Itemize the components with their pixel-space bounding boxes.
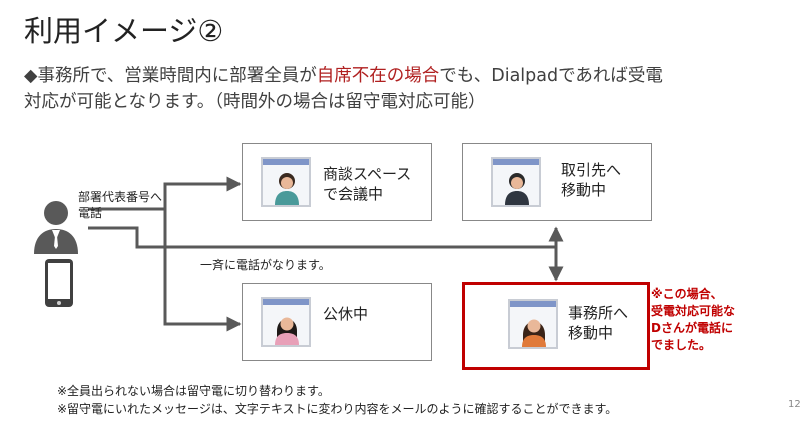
note-line-3: Dさんが電話に [651, 321, 733, 335]
card-holiday-line-1: 公休中 [323, 305, 369, 323]
page-number: 12 [788, 399, 800, 410]
card-holiday: 公休中 [242, 283, 432, 361]
person-icon [275, 173, 299, 205]
lead-highlight: 自席不在の場合 [316, 66, 440, 86]
card-client-line-1: 取引先へ [561, 161, 622, 179]
smartphone-icon [44, 258, 74, 312]
lead-line-1: ◆事務所で、営業時間内に部署全員が自席不在の場合でも、Dialpadであれば受電 [24, 62, 663, 87]
person-icon [522, 319, 546, 347]
card-meeting-line-2: で会議中 [323, 185, 384, 203]
caller-label-1: 部署代表番号へ [78, 190, 163, 204]
note-line-1: ※この場合、 [651, 287, 723, 301]
card-office: 事務所へ 移動中 [462, 282, 650, 370]
person-photo-3 [261, 297, 311, 347]
card-meeting: 商談スペース で会議中 [242, 143, 432, 221]
page-title: 利用イメージ② [24, 14, 224, 48]
person-icon [505, 173, 529, 205]
line-main [88, 226, 540, 249]
arrow-to-holiday-card [163, 209, 242, 332]
footnote-1: ※全員出られない場合は留守電に切り替わります。 [57, 384, 330, 398]
person-icon [275, 317, 299, 345]
lead-line-2: 対応が可能となります。（時間外の場合は留守電対応可能） [24, 92, 486, 112]
broadcast-label: 一斉に電話がなります。 [200, 258, 331, 272]
card-meeting-line-1: 商談スペース [323, 165, 412, 183]
caller-label-2: 電話 [78, 206, 103, 220]
lead-text-a: ◆事務所で、営業時間内に部署全員が [24, 66, 317, 86]
person-photo-4 [508, 299, 558, 349]
card-office-line-2: 移動中 [568, 324, 614, 342]
arrow-to-meeting-card [88, 176, 242, 211]
card-client-line-2: 移動中 [561, 181, 607, 199]
person-photo-1 [261, 157, 311, 207]
card-office-line-1: 事務所へ [568, 304, 629, 322]
card-client: 取引先へ 移動中 [462, 143, 652, 221]
lead-text-b: でも、Dialpadであれば受電 [439, 66, 663, 86]
note-line-4: でました。 [651, 338, 712, 352]
footnote-2: ※留守電にいれたメッセージは、文字テキストに変わり内容をメールのように確認するこ… [57, 402, 618, 416]
person-photo-2 [491, 157, 541, 207]
note-line-2: 受電対応可能な [651, 304, 736, 318]
note-callout: ※この場合、 受電対応可能な Dさんが電話に でました。 [651, 286, 735, 354]
caller-person-icon [30, 196, 82, 258]
